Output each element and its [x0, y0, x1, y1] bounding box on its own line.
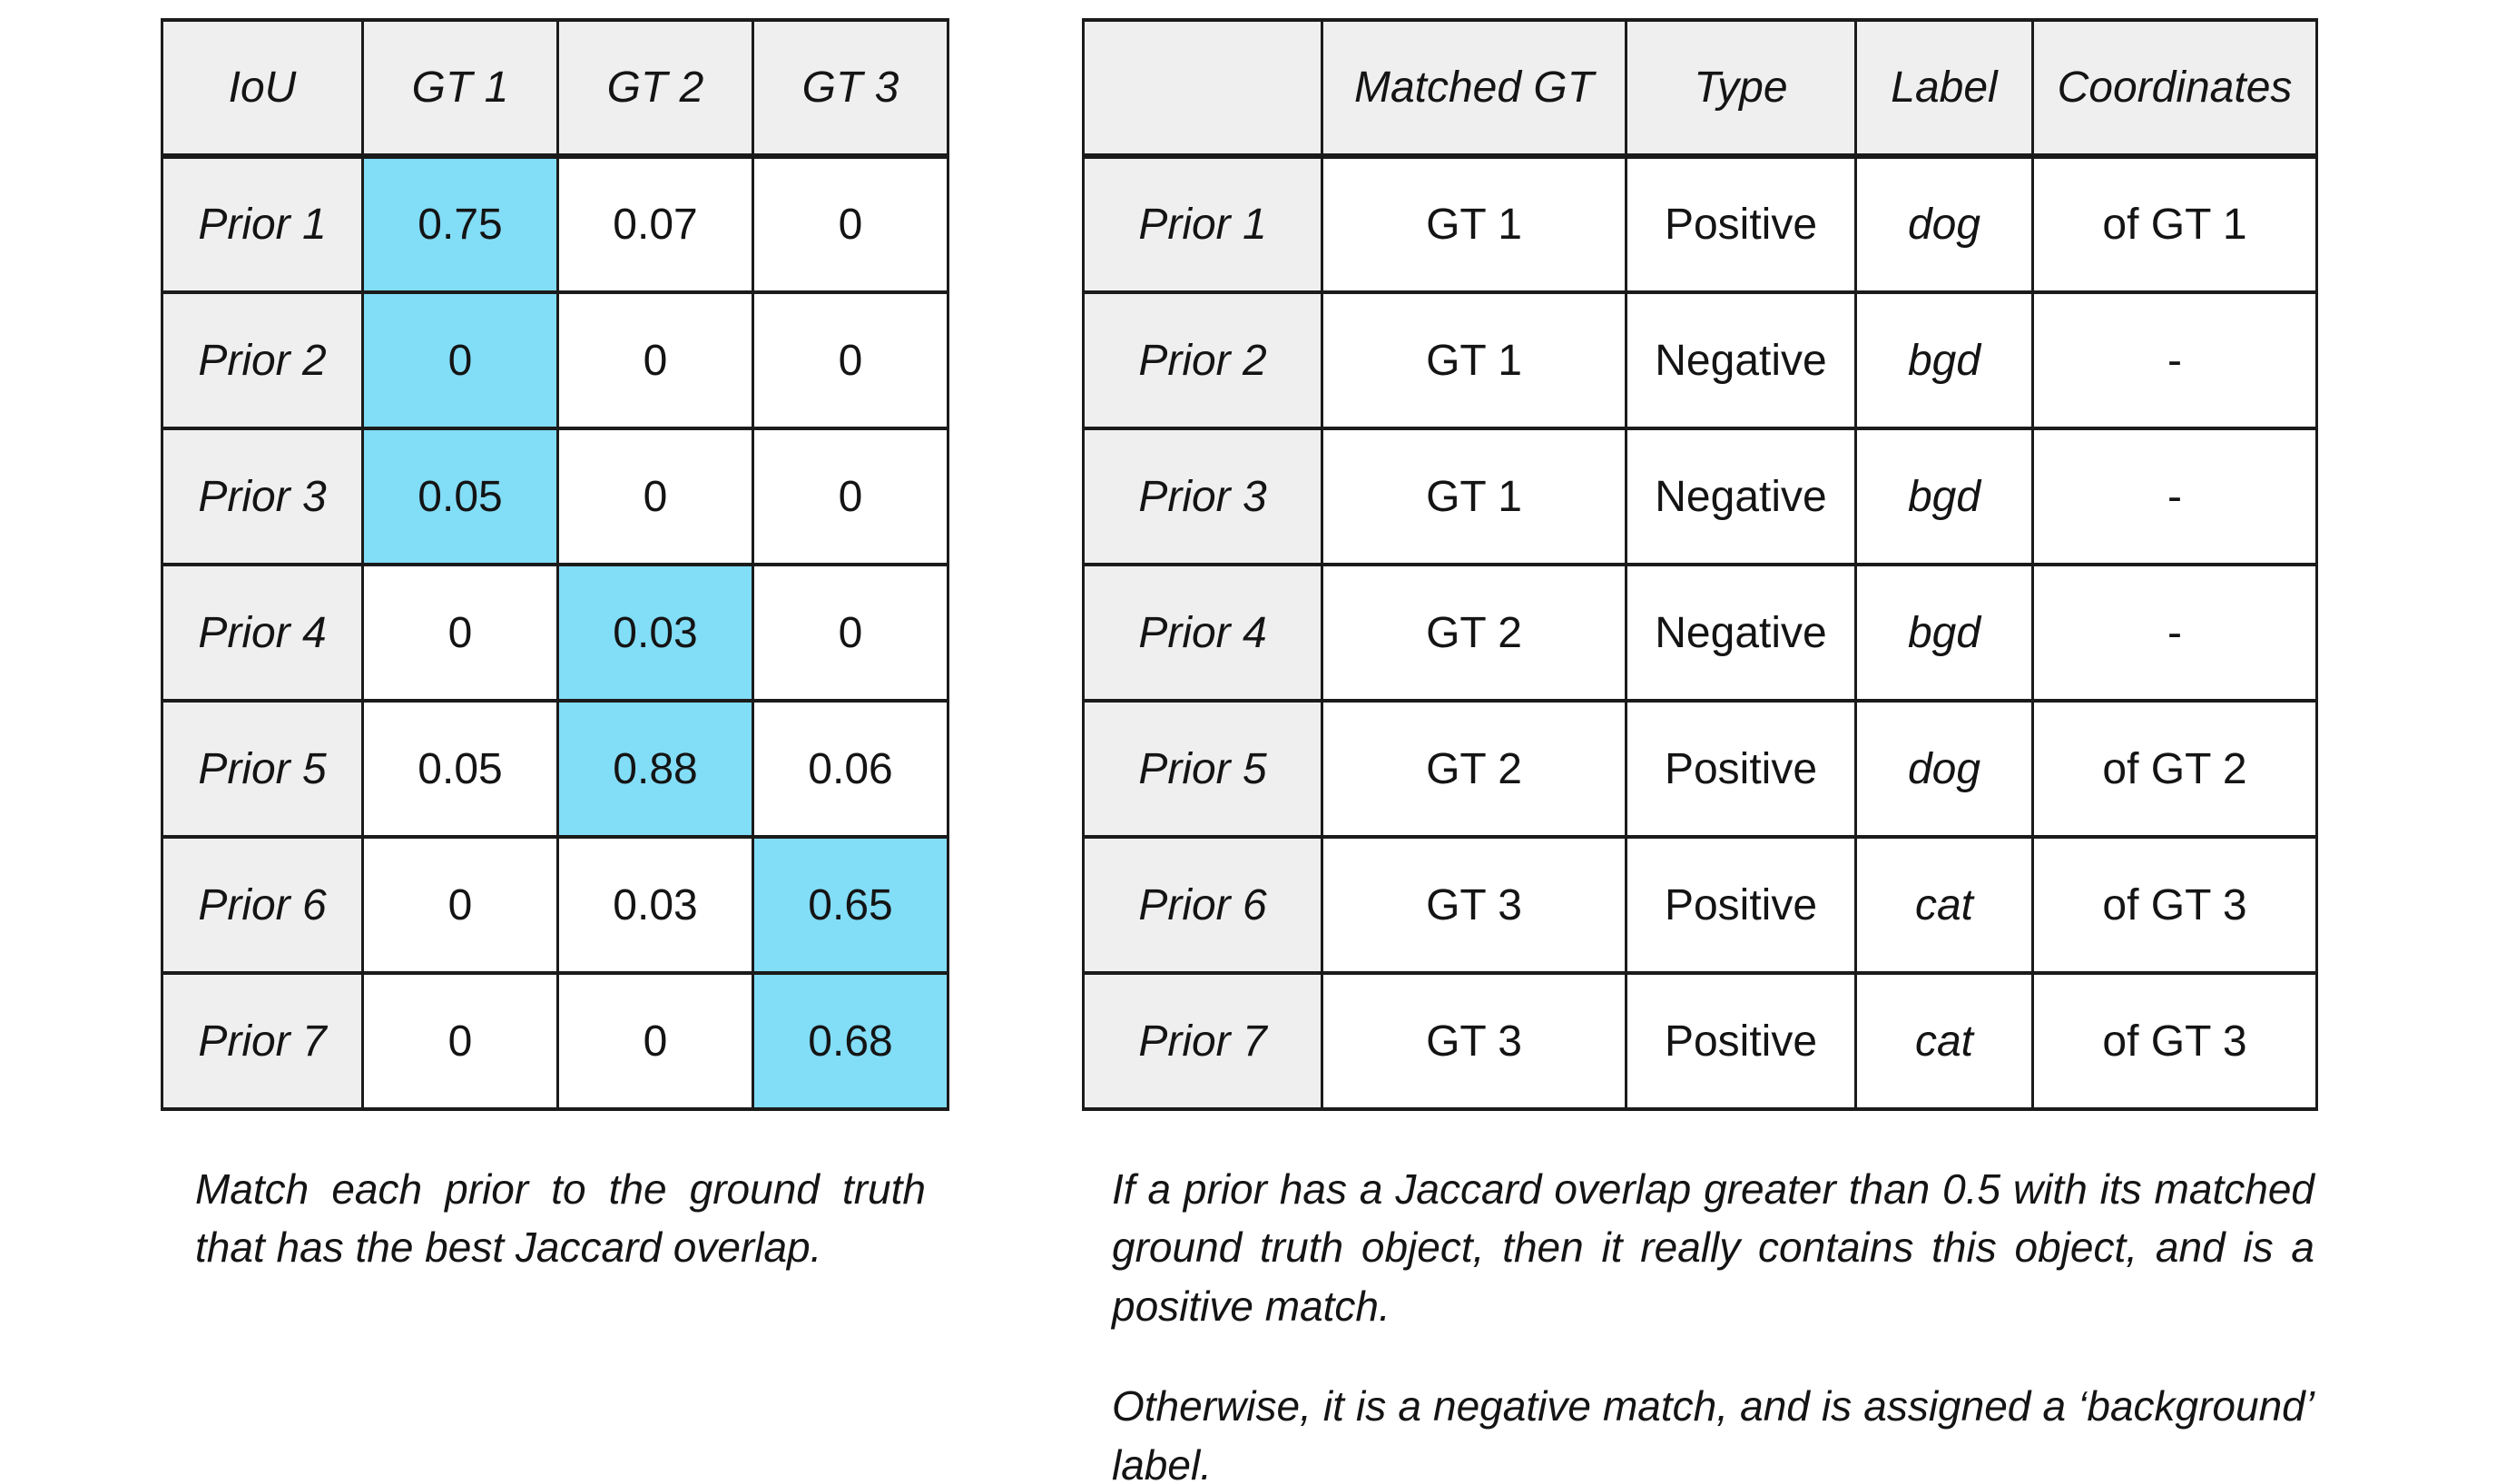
table-row: Prior 7 0 0 0.68 [161, 971, 949, 1111]
iou-value-cell: 0 [361, 835, 559, 975]
prior-row-label: Prior 4 [1082, 563, 1323, 703]
iou-value-cell: 0 [752, 154, 949, 294]
prior-row-label: Prior 3 [1082, 427, 1323, 566]
iou-value-cell: 0.05 [361, 699, 559, 839]
coordinates-cell: of GT 1 [2031, 154, 2318, 294]
match-col-header-label: Label [1854, 18, 2034, 159]
type-cell: Negative [1625, 290, 1857, 430]
iou-value-cell: 0.03 [556, 563, 754, 703]
coordinates-cell: - [2031, 427, 2318, 566]
prior-row-label: Prior 7 [1082, 971, 1323, 1111]
iou-value-cell: 0.75 [361, 154, 559, 294]
class-label-cell: dog [1854, 699, 2034, 839]
class-label-cell: bgd [1854, 563, 2034, 703]
matched-gt-cell: GT 3 [1321, 971, 1627, 1111]
class-label-cell: dog [1854, 154, 2034, 294]
table-row: Prior 7 GT 3 Positive cat of GT 3 [1082, 971, 2318, 1111]
iou-value-cell: 0.07 [556, 154, 754, 294]
class-label-cell: cat [1854, 971, 2034, 1111]
prior-row-label: Prior 6 [1082, 835, 1323, 975]
iou-value-cell: 0 [361, 290, 559, 430]
type-cell: Positive [1625, 971, 1857, 1111]
match-col-header-matched-gt: Matched GT [1321, 18, 1627, 159]
match-caption-paragraph-2: Otherwise, it is a negative match, and i… [1112, 1382, 2314, 1484]
iou-col-header-gt3: GT 3 [752, 18, 949, 159]
iou-corner-label: IoU [161, 18, 364, 159]
prior-row-label: Prior 5 [161, 699, 364, 839]
prior-row-label: Prior 4 [161, 563, 364, 703]
table-row: Prior 2 0 0 0 [161, 290, 949, 430]
prior-row-label: Prior 3 [161, 427, 364, 566]
table-row: Prior 3 GT 1 Negative bgd - [1082, 427, 2318, 566]
coordinates-cell: - [2031, 563, 2318, 703]
iou-table: IoU GT 1 GT 2 GT 3 Prior 1 0.75 0.07 0 P… [161, 18, 949, 1111]
prior-row-label: Prior 2 [161, 290, 364, 430]
iou-value-cell: 0 [752, 290, 949, 430]
iou-value-cell: 0 [556, 427, 754, 566]
matched-gt-cell: GT 2 [1321, 563, 1627, 703]
iou-col-header-gt1: GT 1 [361, 18, 559, 159]
table-row: Prior 1 GT 1 Positive dog of GT 1 [1082, 154, 2318, 294]
table-row: Prior 4 0 0.03 0 [161, 563, 949, 703]
class-label-cell: bgd [1854, 427, 2034, 566]
prior-row-label: Prior 1 [1082, 154, 1323, 294]
matched-gt-cell: GT 1 [1321, 154, 1627, 294]
prior-row-label: Prior 6 [161, 835, 364, 975]
match-corner-cell [1082, 18, 1323, 159]
table-row: Prior 5 0.05 0.88 0.06 [161, 699, 949, 839]
prior-row-label: Prior 2 [1082, 290, 1323, 430]
iou-value-cell: 0 [752, 563, 949, 703]
iou-value-cell: 0.65 [752, 835, 949, 975]
table-row: Prior 3 0.05 0 0 [161, 427, 949, 566]
iou-value-cell: 0 [361, 971, 559, 1111]
type-cell: Negative [1625, 427, 1857, 566]
match-col-header-type: Type [1625, 18, 1857, 159]
class-label-cell: cat [1854, 835, 2034, 975]
table-row: Prior 6 GT 3 Positive cat of GT 3 [1082, 835, 2318, 975]
matched-gt-cell: GT 1 [1321, 427, 1627, 566]
iou-value-cell: 0.03 [556, 835, 754, 975]
iou-value-cell: 0 [752, 427, 949, 566]
iou-value-cell: 0 [361, 563, 559, 703]
table-row: Prior 6 0 0.03 0.65 [161, 835, 949, 975]
type-cell: Positive [1625, 835, 1857, 975]
iou-table-caption: Match each prior to the ground truth tha… [195, 1165, 926, 1272]
class-label-cell: bgd [1854, 290, 2034, 430]
prior-row-label: Prior 7 [161, 971, 364, 1111]
coordinates-cell: of GT 3 [2031, 971, 2318, 1111]
iou-value-cell: 0 [556, 971, 754, 1111]
iou-col-header-gt2: GT 2 [556, 18, 754, 159]
type-cell: Positive [1625, 154, 1857, 294]
table-row: Prior 1 0.75 0.07 0 [161, 154, 949, 294]
iou-value-cell: 0.05 [361, 427, 559, 566]
matched-gt-cell: GT 3 [1321, 835, 1627, 975]
iou-value-cell: 0.68 [752, 971, 949, 1111]
coordinates-cell: of GT 2 [2031, 699, 2318, 839]
matched-gt-cell: GT 1 [1321, 290, 1627, 430]
match-table-caption: If a prior has a Jaccard overlap greater… [1112, 1160, 2314, 1484]
table-row: Prior 4 GT 2 Negative bgd - [1082, 563, 2318, 703]
type-cell: Negative [1625, 563, 1857, 703]
iou-value-cell: 0.88 [556, 699, 754, 839]
match-col-header-coordinates: Coordinates [2031, 18, 2318, 159]
prior-row-label: Prior 5 [1082, 699, 1323, 839]
type-cell: Positive [1625, 699, 1857, 839]
table-row: Prior 2 GT 1 Negative bgd - [1082, 290, 2318, 430]
match-caption-paragraph-1: If a prior has a Jaccard overlap greater… [1112, 1165, 2314, 1330]
matched-gt-cell: GT 2 [1321, 699, 1627, 839]
match-table: Matched GT Type Label Coordinates Prior … [1082, 18, 2318, 1111]
coordinates-cell: of GT 3 [2031, 835, 2318, 975]
coordinates-cell: - [2031, 290, 2318, 430]
table-row: Prior 5 GT 2 Positive dog of GT 2 [1082, 699, 2318, 839]
iou-value-cell: 0 [556, 290, 754, 430]
prior-row-label: Prior 1 [161, 154, 364, 294]
iou-value-cell: 0.06 [752, 699, 949, 839]
